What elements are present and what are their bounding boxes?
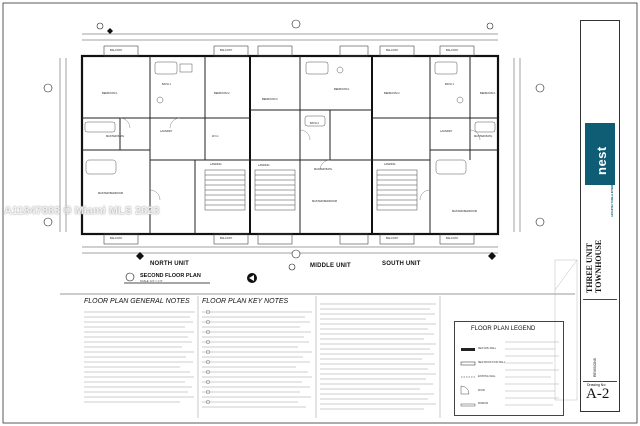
sheet-number: A-2 [586,386,610,402]
project-title: THREE UNIT TOWNHOUSE [585,239,603,293]
unit-label-south: SOUTH UNIT [382,261,421,267]
room-label: MASTER BATH [106,135,125,138]
room-label: MASTER BATH [314,168,333,171]
drawing-scale: SCALE: 1/4" = 1'-0" [140,280,163,283]
room-label: BATH 1 [162,83,171,86]
floor-plan-legend: FLOOR PLAN LEGEND NEW CMU WALL NEW WOOD … [454,321,564,416]
room-label: BALCONY [220,237,233,240]
room-label: BALCONY [110,237,123,240]
revisions-label: REVISIONS [593,357,597,377]
watermark: A11847883 © Miami MLS 2023 [4,205,160,217]
room-label: BEDROOM 3 [262,98,278,101]
divider [583,299,617,300]
room-label: MASTER BEDROOM [452,210,477,213]
room-label: LAUNDRY [440,130,453,133]
legend-item: NEW WOOD STUD WALL [478,362,506,364]
room-label: BEDROOM 1 [480,92,496,95]
room-label: BALCONY [446,49,459,52]
room-label: BEDROOM 1 [102,92,118,95]
firm-subtitle: ARCHITECTURE & INTERIOR DESIGN [611,170,614,217]
divider [583,381,617,382]
key-notes-title: FLOOR PLAN KEY NOTES [202,298,289,305]
room-label: W.I.C. [212,135,220,138]
legend-title: FLOOR PLAN LEGEND [471,326,536,332]
room-label: BEDROOM 1 [334,88,350,91]
legend-item: EXISTING WALL [478,376,496,378]
room-label: BALCONY [386,237,399,240]
legend-item: WINDOW [478,403,489,405]
room-label: MASTER BATH [474,135,493,138]
room-label: BATH 1 [445,83,454,86]
room-label: BALCONY [110,49,123,52]
general-notes-title: FLOOR PLAN GENERAL NOTES [84,298,190,305]
unit-label-middle: MIDDLE UNIT [310,263,351,269]
room-label: BALCONY [386,49,399,52]
room-label: LANDING [384,163,396,166]
room-label: BEDROOM 2 [384,92,400,95]
firm-logo-text: nest [594,146,609,175]
room-label: LANDING [258,164,270,167]
north-arrow-icon [247,273,257,283]
title-block: nest ARCHITECTURE & INTERIOR DESIGN THRE… [580,20,620,412]
drawing-no-label: Drawing No: [587,383,607,387]
legend-item: NEW CMU WALL [478,348,497,350]
room-label: BALCONY [220,49,233,52]
room-label: MASTER BEDROOM [312,200,337,203]
unit-label-north: NORTH UNIT [150,261,189,267]
legend-item: DOOR [478,390,485,392]
firm-logo: nest [585,123,615,185]
room-label: BEDROOM 2 [214,92,230,95]
drawing-title: SECOND FLOOR PLAN [140,273,201,279]
room-label: LAUNDRY [160,130,173,133]
room-label: BALCONY [446,237,459,240]
legend-swatches [460,341,559,407]
room-label: LANDING [210,163,222,166]
room-label: MASTER BEDROOM [98,192,123,195]
room-label: BATH 2 [310,122,319,125]
